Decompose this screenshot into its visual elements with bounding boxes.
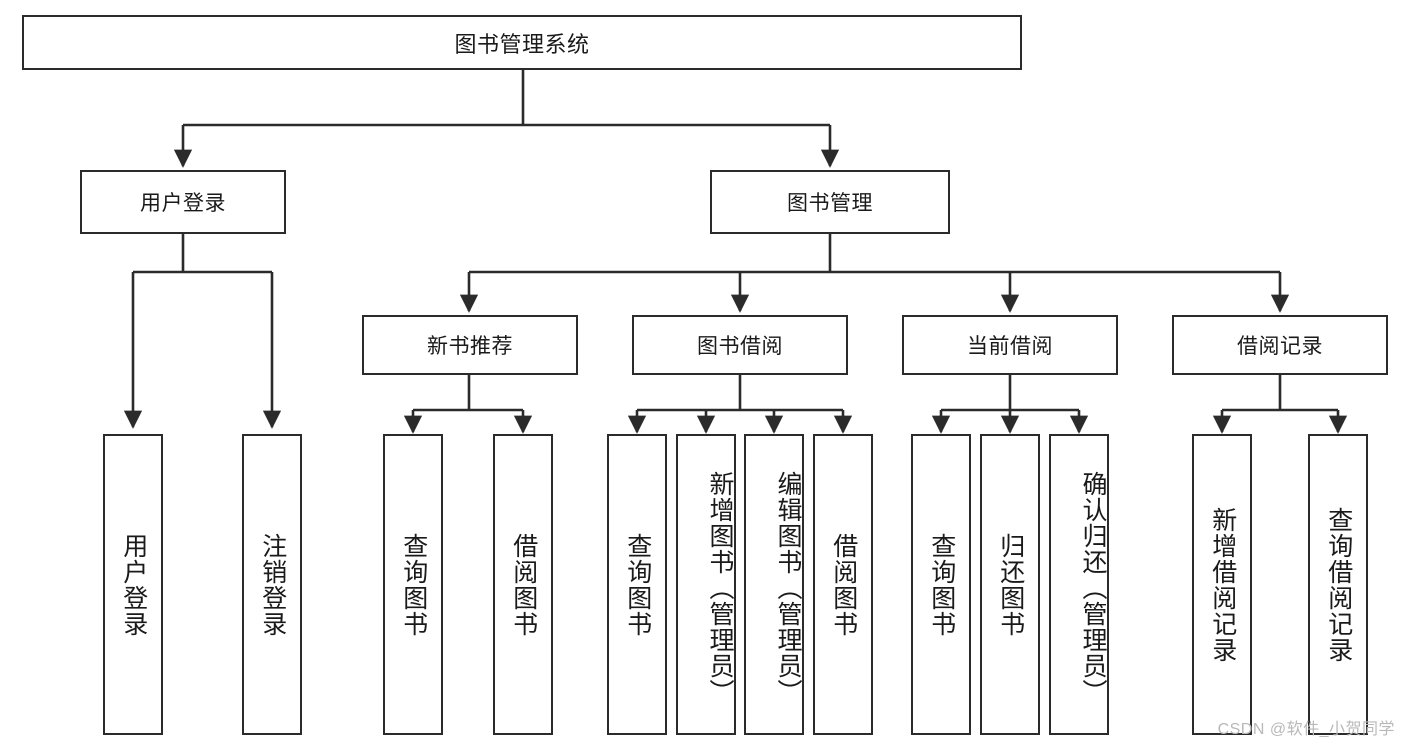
- leaf-logout[interactable]: 注销登录: [242, 434, 302, 735]
- leaf-user-login[interactable]: 用户登录: [103, 434, 163, 735]
- leaf-query-book-borrow[interactable]: 查询图书: [607, 434, 667, 735]
- leaf-query-borrow-record[interactable]: 查询借阅记录: [1308, 434, 1368, 735]
- leaf-confirm-return-admin[interactable]: 确认归还（管理员）: [1049, 434, 1109, 735]
- leaf-add-borrow-record[interactable]: 新增借阅记录: [1192, 434, 1252, 735]
- node-user-login[interactable]: 用户登录: [80, 170, 286, 234]
- node-new-book-recommend[interactable]: 新书推荐: [362, 315, 578, 375]
- node-current-borrow[interactable]: 当前借阅: [902, 315, 1118, 375]
- watermark-text: CSDN @软件_小贺同学: [1217, 721, 1395, 738]
- leaf-query-book-current[interactable]: 查询图书: [911, 434, 971, 735]
- node-book-borrow[interactable]: 图书借阅: [632, 315, 848, 375]
- node-borrow-record[interactable]: 借阅记录: [1172, 315, 1388, 375]
- node-book-management[interactable]: 图书管理: [710, 170, 950, 234]
- leaf-borrow-book-recommend[interactable]: 借阅图书: [493, 434, 553, 735]
- leaf-return-book[interactable]: 归还图书: [980, 434, 1040, 735]
- leaf-query-book-recommend[interactable]: 查询图书: [383, 434, 443, 735]
- leaf-add-book-admin[interactable]: 新增图书（管理员）: [676, 434, 736, 735]
- leaf-edit-book-admin[interactable]: 编辑图书（管理员）: [744, 434, 804, 735]
- leaf-borrow-book[interactable]: 借阅图书: [813, 434, 873, 735]
- node-root-book-management-system[interactable]: 图书管理系统: [22, 15, 1022, 70]
